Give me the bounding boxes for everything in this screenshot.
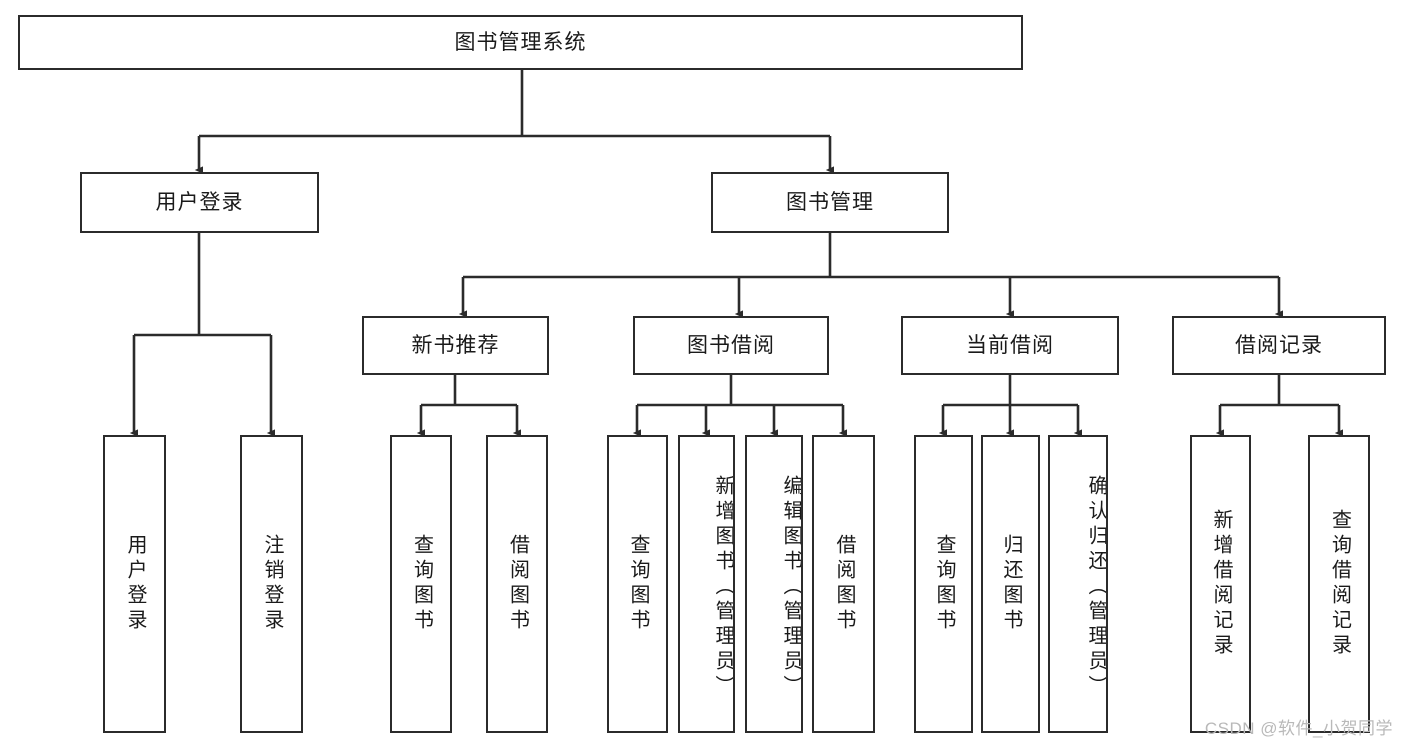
node-leaf-borrow-lend[interactable]: 借阅图书	[812, 435, 875, 733]
node-leaf-cur-confirm[interactable]: 确认归还（管理员）	[1048, 435, 1108, 733]
node-borrow-record[interactable]: 借阅记录	[1172, 316, 1386, 375]
watermark-label: CSDN @软件_小贺同学	[1204, 719, 1393, 738]
node-user-login[interactable]: 用户登录	[80, 172, 319, 233]
node-new-book-rec[interactable]: 新书推荐	[362, 316, 549, 375]
node-leaf-user-login[interactable]: 用户登录	[103, 435, 166, 733]
node-root[interactable]: 图书管理系统	[18, 15, 1023, 70]
node-leaf-rec-query2[interactable]: 查询借阅记录	[1308, 435, 1370, 733]
node-leaf-cur-return[interactable]: 归还图书	[981, 435, 1040, 733]
node-current-borrow[interactable]: 当前借阅	[901, 316, 1119, 375]
node-leaf-borrow-add[interactable]: 新增图书（管理员）	[678, 435, 735, 733]
node-leaf-borrow-edit[interactable]: 编辑图书（管理员）	[745, 435, 803, 733]
node-leaf-cur-query[interactable]: 查询图书	[914, 435, 973, 733]
node-leaf-user-logout[interactable]: 注销登录	[240, 435, 303, 733]
node-leaf-rec-add[interactable]: 新增借阅记录	[1190, 435, 1251, 733]
node-book-manage[interactable]: 图书管理	[711, 172, 949, 233]
node-leaf-rec-query[interactable]: 查询图书	[390, 435, 452, 733]
node-leaf-rec-borrow[interactable]: 借阅图书	[486, 435, 548, 733]
node-book-borrow[interactable]: 图书借阅	[633, 316, 829, 375]
node-leaf-borrow-query[interactable]: 查询图书	[607, 435, 668, 733]
